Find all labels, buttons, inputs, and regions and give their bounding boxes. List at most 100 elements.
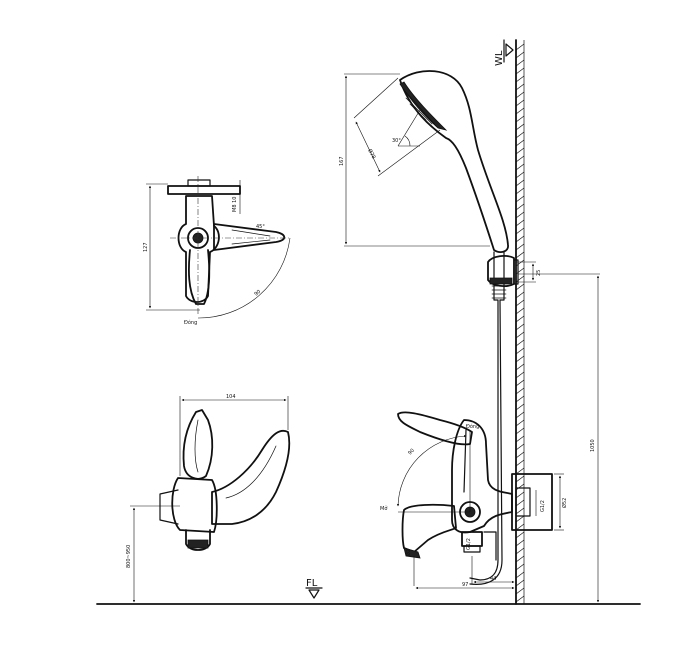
hatch-line	[515, 539, 525, 547]
front-width-label: 104	[226, 394, 236, 400]
hatch-line	[515, 483, 525, 491]
thread-bottom-dimension: G1/2	[466, 538, 472, 550]
hatch-line	[515, 147, 525, 155]
hatch-line	[515, 587, 525, 595]
hatch-line	[515, 83, 525, 91]
wall-diameter-dimension: Ø52	[554, 473, 568, 531]
hatch-line	[515, 243, 525, 251]
hatch-line	[515, 379, 525, 387]
hatch-line	[515, 195, 525, 203]
lever-rotation-arc: 90 Đóng Mở	[380, 423, 479, 513]
total-height-dimension: 1050	[518, 273, 606, 605]
hatch-line	[515, 275, 525, 283]
hatch-line	[515, 115, 525, 123]
hatch-line	[515, 499, 525, 507]
hatch-line	[515, 99, 525, 107]
hatch-line	[515, 555, 525, 563]
shower-head-label: Ø78	[366, 148, 377, 160]
hatch-line	[515, 427, 525, 435]
front-view-mixer	[159, 409, 291, 551]
shower-head-dimension: Ø78	[353, 77, 441, 177]
hatch-line	[515, 219, 525, 227]
hatch-line	[515, 339, 525, 347]
hatch-line	[515, 211, 525, 219]
front-height-label: 800~950	[126, 545, 132, 568]
hatch-line	[515, 435, 525, 443]
hatch-line	[515, 251, 525, 259]
hatch-line	[515, 107, 525, 115]
hatch-line	[515, 291, 525, 299]
shower-angle-label: 30°	[392, 138, 401, 144]
hatch-line	[515, 163, 525, 171]
top-flange-dimension: M8 10	[232, 180, 241, 214]
hatch-line	[515, 155, 525, 163]
hatch-line	[515, 523, 525, 531]
shower-height-label: 167	[339, 156, 345, 166]
total-height-label: 1050	[590, 439, 596, 452]
hatch-line	[515, 331, 525, 339]
side-close-label: Đóng	[466, 423, 479, 430]
hatch-line	[515, 387, 525, 395]
hatch-line	[515, 139, 525, 147]
hatch-line	[515, 459, 525, 467]
hatch-line	[515, 595, 525, 603]
hatch-line	[515, 75, 525, 83]
hatch-line	[515, 411, 525, 419]
shower-holder	[487, 255, 519, 287]
hatch-line	[515, 491, 525, 499]
front-width-dimension: 104	[179, 394, 289, 476]
hatch-line	[515, 91, 525, 99]
wall	[515, 39, 525, 605]
depth-97-dimension: 97	[415, 582, 515, 590]
top-rotation-label: Đóng	[184, 319, 197, 326]
holder-dimension: 25	[516, 261, 542, 283]
side-arc-label: 90	[407, 448, 416, 457]
hatch-line	[515, 179, 525, 187]
hatch-line	[515, 315, 525, 323]
hatch-line	[515, 323, 525, 331]
side-view-mixer	[397, 411, 553, 561]
hatch-line	[515, 283, 525, 291]
hatch-line	[515, 355, 525, 363]
shower-height-dimension: 167	[339, 73, 490, 247]
hatch-line	[515, 131, 525, 139]
hatch-line	[515, 307, 525, 315]
hatch-line	[515, 363, 525, 371]
wall-hatching	[515, 40, 525, 604]
depth-44-dimension: 44	[471, 556, 515, 584]
hatch-line	[515, 187, 525, 195]
shower-angle-dimension: 30°	[392, 109, 421, 147]
water-level-marker: WL	[494, 39, 514, 66]
hatch-line	[515, 171, 525, 179]
hatch-line	[515, 371, 525, 379]
thread-bottom-label: G1/2	[466, 538, 472, 550]
hatch-line	[515, 67, 525, 75]
thread-side-label: G1/2	[540, 500, 546, 512]
wall-diameter-label: Ø52	[561, 498, 568, 508]
holder-label: 25	[536, 270, 542, 276]
top-height-label: 127	[143, 242, 149, 252]
hatch-line	[515, 403, 525, 411]
hatch-line	[515, 451, 525, 459]
hatch-line	[515, 531, 525, 539]
thread-side-dimension: G1/2	[535, 490, 546, 516]
hatch-line	[515, 395, 525, 403]
hatch-line	[515, 347, 525, 355]
top-radius-label: 90	[253, 289, 262, 298]
top-flange-label: M8 10	[232, 197, 238, 212]
hatch-line	[515, 299, 525, 307]
top-height-dimension: 127	[143, 183, 200, 311]
hatch-line	[515, 123, 525, 131]
hatch-line	[515, 43, 525, 51]
hatch-line	[515, 443, 525, 451]
hatch-line	[515, 259, 525, 267]
water-level-label: WL	[494, 50, 505, 66]
floor-level-marker: FL	[305, 578, 323, 599]
spout-dimension: Ø2	[405, 549, 415, 586]
spout-label: Ø2	[405, 549, 412, 556]
top-side-label: 45°	[256, 224, 265, 230]
hatch-line	[515, 563, 525, 571]
hatch-line	[515, 467, 525, 475]
hatch-line	[515, 507, 525, 515]
top-rotation-arc: 90 Đóng 45°	[184, 224, 291, 326]
